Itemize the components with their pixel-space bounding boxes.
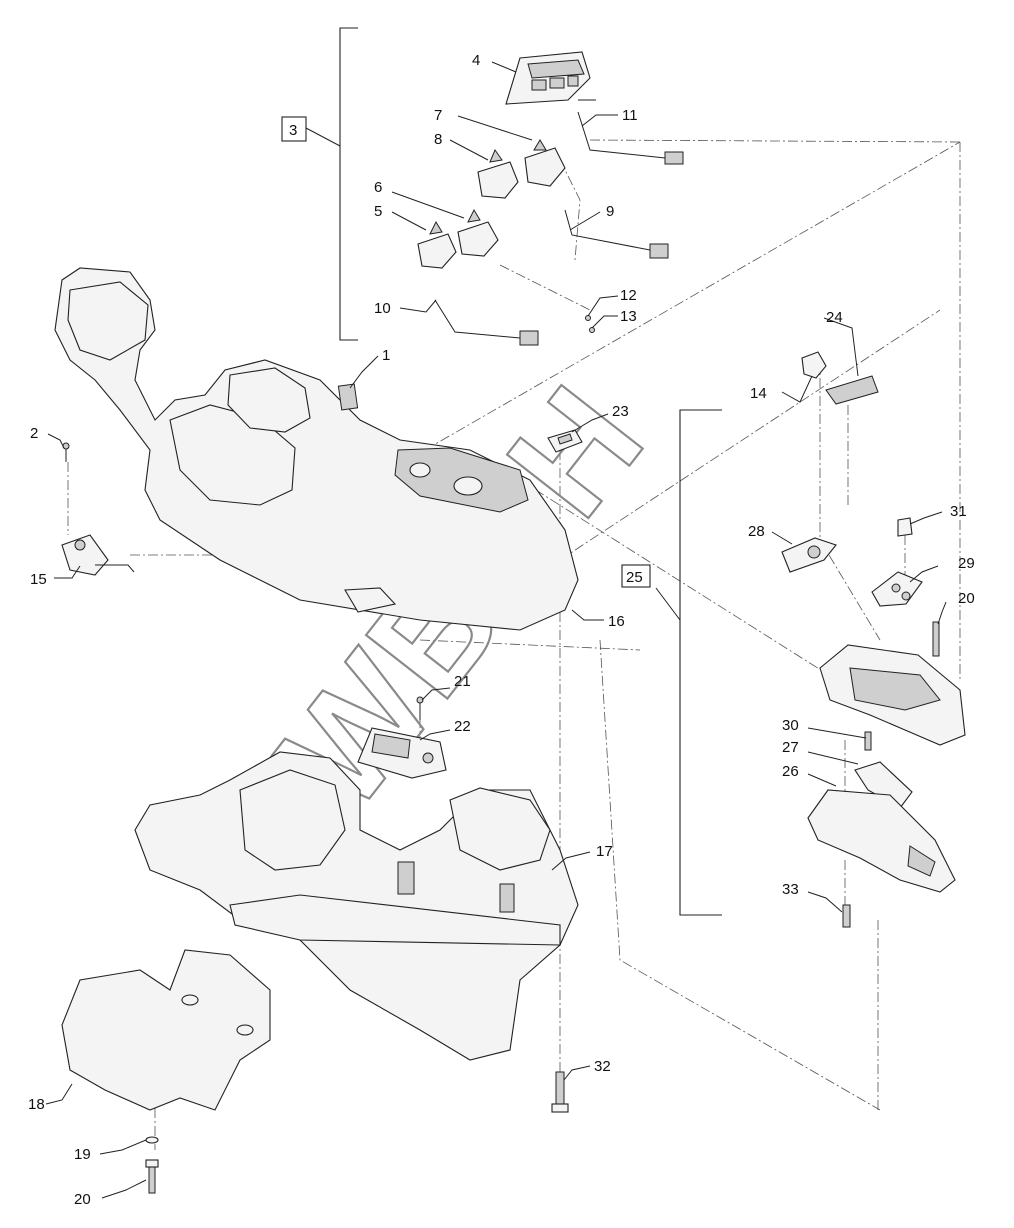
part-24-pad	[825, 375, 879, 405]
part-31-cap	[897, 517, 913, 537]
part-10-harness	[434, 299, 539, 346]
callout-31: 31	[950, 503, 967, 520]
callout-12: 12	[620, 287, 637, 304]
callout-11: 11	[622, 107, 638, 124]
part-27-pad	[854, 761, 913, 809]
callout-1: 1	[382, 347, 390, 364]
part-15-bracket	[61, 534, 135, 576]
callout-20-right: 20	[958, 590, 975, 607]
callout-32: 32	[594, 1058, 611, 1075]
part-33-bolt	[842, 904, 851, 928]
callout-28: 28	[748, 523, 765, 540]
leader-lines	[45, 61, 947, 1199]
callout-23: 23	[612, 403, 629, 420]
callout-29: 29	[958, 555, 975, 572]
callout-8: 8	[434, 131, 442, 148]
callout-10: 10	[374, 300, 391, 317]
callout-22: 22	[454, 718, 471, 735]
callout-labels: 1 2 3 4 5 6 7 8 9 10 11 12 13 14 15 16 1…	[28, 52, 975, 1208]
callout-17: 17	[596, 843, 613, 860]
callout-16: 16	[608, 613, 625, 630]
part-1-console-housing	[54, 267, 579, 631]
callout-4: 4	[472, 52, 480, 69]
part-2-screw	[62, 442, 70, 462]
callout-18: 18	[28, 1096, 45, 1113]
part-8-switch	[477, 148, 519, 199]
assembly-3-bracket	[281, 27, 358, 341]
armrest-upper	[819, 644, 966, 746]
callout-26: 26	[782, 763, 799, 780]
callout-13: 13	[620, 308, 637, 325]
part-11-harness	[577, 111, 684, 165]
part-14-knob	[801, 351, 827, 379]
part-20-bolt-lower	[145, 1159, 159, 1194]
part-9-harness	[564, 209, 669, 259]
callout-19: 19	[74, 1146, 91, 1163]
part-26-armrest-base	[807, 789, 956, 893]
part-17-lower-console	[134, 751, 579, 1061]
callout-33: 33	[782, 881, 799, 898]
part-18-tray	[61, 949, 271, 1111]
part-32-bolt	[551, 1071, 569, 1113]
callout-7: 7	[434, 107, 442, 124]
part-5-switch	[417, 220, 457, 269]
part-29-plate	[871, 571, 923, 607]
part-21-screw	[416, 696, 424, 720]
part-6-switch	[457, 208, 499, 257]
part-19-washer	[145, 1136, 159, 1144]
part-20-bolt-right	[932, 621, 940, 657]
callout-6: 6	[374, 179, 382, 196]
callout-2: 2	[30, 425, 38, 442]
assembly-3-box	[281, 116, 307, 142]
callout-14: 14	[750, 385, 767, 402]
part-28-plate	[781, 537, 837, 573]
part-12-13-fasteners	[585, 315, 595, 333]
assembly-25-box	[621, 564, 651, 588]
assembly-25-bracket	[621, 409, 722, 916]
part-22-circuit-board	[357, 727, 447, 779]
part-7-switch	[524, 139, 566, 187]
callout-3: 3	[289, 122, 297, 139]
part-4-switch-panel	[505, 51, 596, 105]
callout-20-lower: 20	[74, 1191, 91, 1208]
callout-24: 24	[826, 309, 843, 326]
callout-25: 25	[626, 569, 643, 586]
callout-21: 21	[454, 673, 471, 690]
part-23-clip	[547, 429, 583, 453]
part-30-screw	[864, 731, 872, 751]
callout-27: 27	[782, 739, 799, 756]
callout-15: 15	[30, 571, 47, 588]
callout-9: 9	[606, 203, 614, 220]
callout-5: 5	[374, 203, 382, 220]
callout-30: 30	[782, 717, 799, 734]
